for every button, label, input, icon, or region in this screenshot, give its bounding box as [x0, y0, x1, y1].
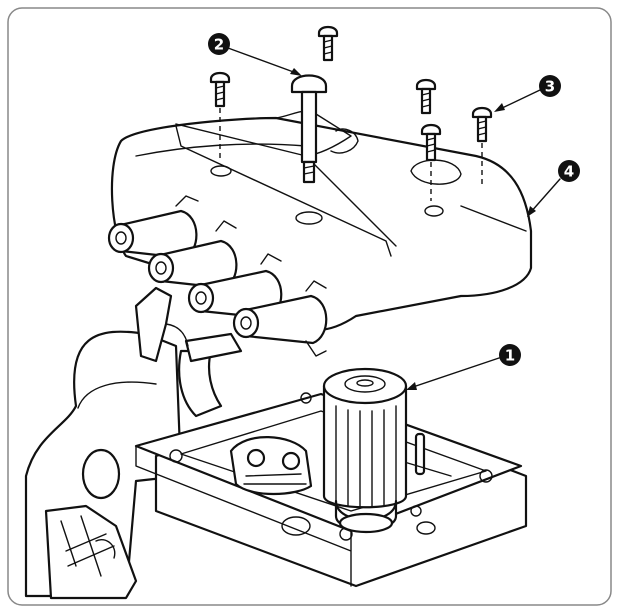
screw-left — [209, 71, 231, 161]
leader-lines — [227, 47, 561, 390]
diagram-frame: 2 3 4 1 — [6, 6, 613, 607]
screw-top-center — [317, 25, 339, 62]
callout-3-label: 3 — [545, 78, 555, 96]
callout-2-label: 2 — [214, 36, 224, 54]
screw-far-right — [471, 106, 493, 186]
nozzles — [107, 195, 328, 357]
long-pin — [290, 74, 328, 184]
callout-4-label: 4 — [564, 163, 574, 181]
callout-3: 3 — [539, 75, 561, 97]
filter-cartridge — [322, 367, 408, 534]
screw-right-b — [420, 123, 442, 201]
machine-base — [24, 330, 183, 600]
callout-4: 4 — [558, 160, 580, 182]
screw-right-a — [415, 78, 437, 115]
air-hoses — [134, 286, 243, 418]
assembly-illustration: 2 3 4 1 — [7, 7, 612, 606]
callout-2: 2 — [208, 33, 230, 55]
callout-1: 1 — [499, 344, 521, 366]
callout-1-label: 1 — [505, 347, 515, 365]
